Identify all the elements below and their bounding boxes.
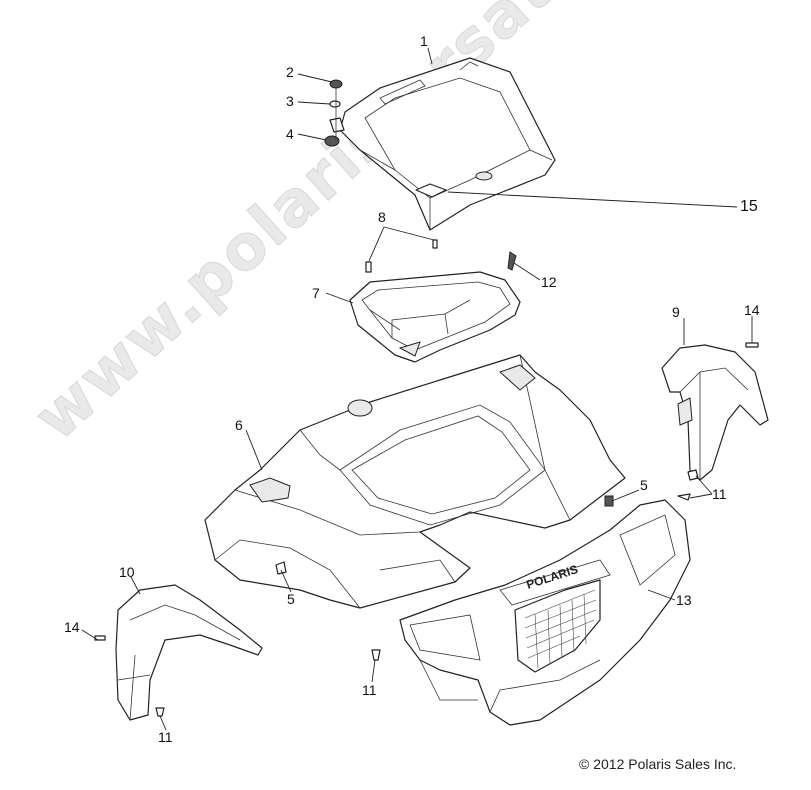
part-7-storage-tub [349, 271, 521, 363]
callout-13: 13 [676, 592, 692, 608]
callout-4: 4 [286, 126, 294, 142]
callout-7: 7 [312, 285, 320, 301]
parts-8-12-pins [365, 239, 517, 273]
part-9-right-fender [661, 342, 769, 481]
callout-11-center: 11 [362, 682, 377, 698]
part-1-storage-lid [339, 57, 556, 231]
callout-14-right: 14 [744, 302, 760, 318]
callout-9: 9 [672, 304, 680, 320]
copyright-notice: © 2012 Polaris Sales Inc. [579, 756, 737, 772]
part-11-clips [155, 469, 699, 717]
callout-5-left: 5 [287, 591, 295, 607]
callout-15: 15 [740, 198, 758, 215]
leader-lines [81, 47, 753, 731]
part-13-front-bumper [399, 495, 691, 726]
part-15-plate [415, 183, 447, 198]
callout-11-right: 11 [712, 486, 727, 502]
callout-8: 8 [378, 209, 386, 225]
callout-14-left: 14 [64, 619, 80, 635]
callout-6: 6 [235, 417, 243, 433]
callout-3: 3 [286, 93, 294, 109]
part-10-left-fender [94, 584, 263, 721]
callout-11-left: 11 [158, 729, 173, 745]
callout-12: 12 [541, 274, 557, 290]
callout-2: 2 [286, 64, 294, 80]
part-6-hood [204, 354, 626, 609]
callout-10: 10 [119, 564, 135, 580]
callout-5-right: 5 [640, 477, 648, 493]
parts-2-3-4-fasteners [324, 79, 345, 147]
callout-1: 1 [420, 33, 428, 49]
